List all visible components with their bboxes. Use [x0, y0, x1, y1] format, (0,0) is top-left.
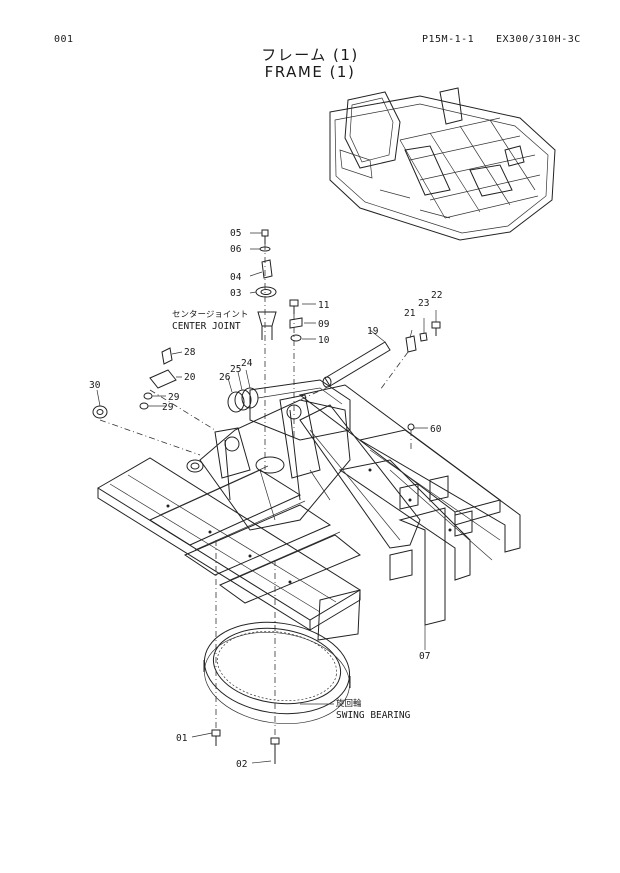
center-joint-label-en: CENTER JOINT: [172, 321, 241, 332]
part-callouts: 05 06 04 03 11 09 10 19 21 23 22 28 20 2…: [89, 228, 442, 770]
swing-bearing-label-jp: 旋回輪: [336, 698, 362, 709]
callout-03: 03: [230, 288, 241, 299]
callout-29-upper: 29: [168, 392, 180, 403]
callout-05: 05: [230, 228, 241, 239]
callout-21: 21: [404, 308, 416, 319]
callout-23: 23: [418, 298, 429, 309]
callout-06: 06: [230, 244, 242, 255]
callout-25: 25: [230, 364, 241, 375]
leader-lines: [96, 232, 437, 764]
callout-30: 30: [89, 380, 101, 391]
callout-04: 04: [230, 272, 242, 283]
callout-09: 09: [318, 319, 330, 330]
center-joint-label-jp: センタージョイント: [172, 310, 248, 320]
callout-11: 11: [318, 300, 330, 311]
page-number: 001: [54, 34, 74, 45]
callout-19: 19: [367, 326, 379, 337]
title-english: FRAME (1): [264, 63, 356, 81]
excavator-overview-illustration: [329, 87, 556, 241]
model-number: EX300/310H-3C: [496, 34, 581, 45]
swing-bearing-ring: [203, 621, 351, 725]
reference-code: P15M-1-1: [422, 34, 475, 45]
callout-01: 01: [176, 733, 188, 744]
swing-bearing-label-en: SWING BEARING: [336, 710, 411, 721]
callout-22: 22: [431, 290, 442, 301]
part-name-labels: センタージョイント CENTER JOINT 旋回輪 SWING BEARING: [172, 310, 411, 721]
callout-29-lower: 29: [162, 402, 174, 413]
hardware-parts: [92, 229, 441, 764]
callout-26: 26: [219, 372, 231, 383]
callout-24: 24: [241, 358, 253, 369]
callout-10: 10: [318, 335, 330, 346]
callout-28: 28: [184, 347, 196, 358]
callout-07: 07: [419, 651, 430, 662]
callout-02: 02: [236, 759, 247, 770]
callout-60: 60: [430, 424, 442, 435]
main-frame-structure: [97, 379, 521, 641]
title-japanese: フレーム (1): [261, 46, 359, 64]
callout-20: 20: [184, 372, 196, 383]
